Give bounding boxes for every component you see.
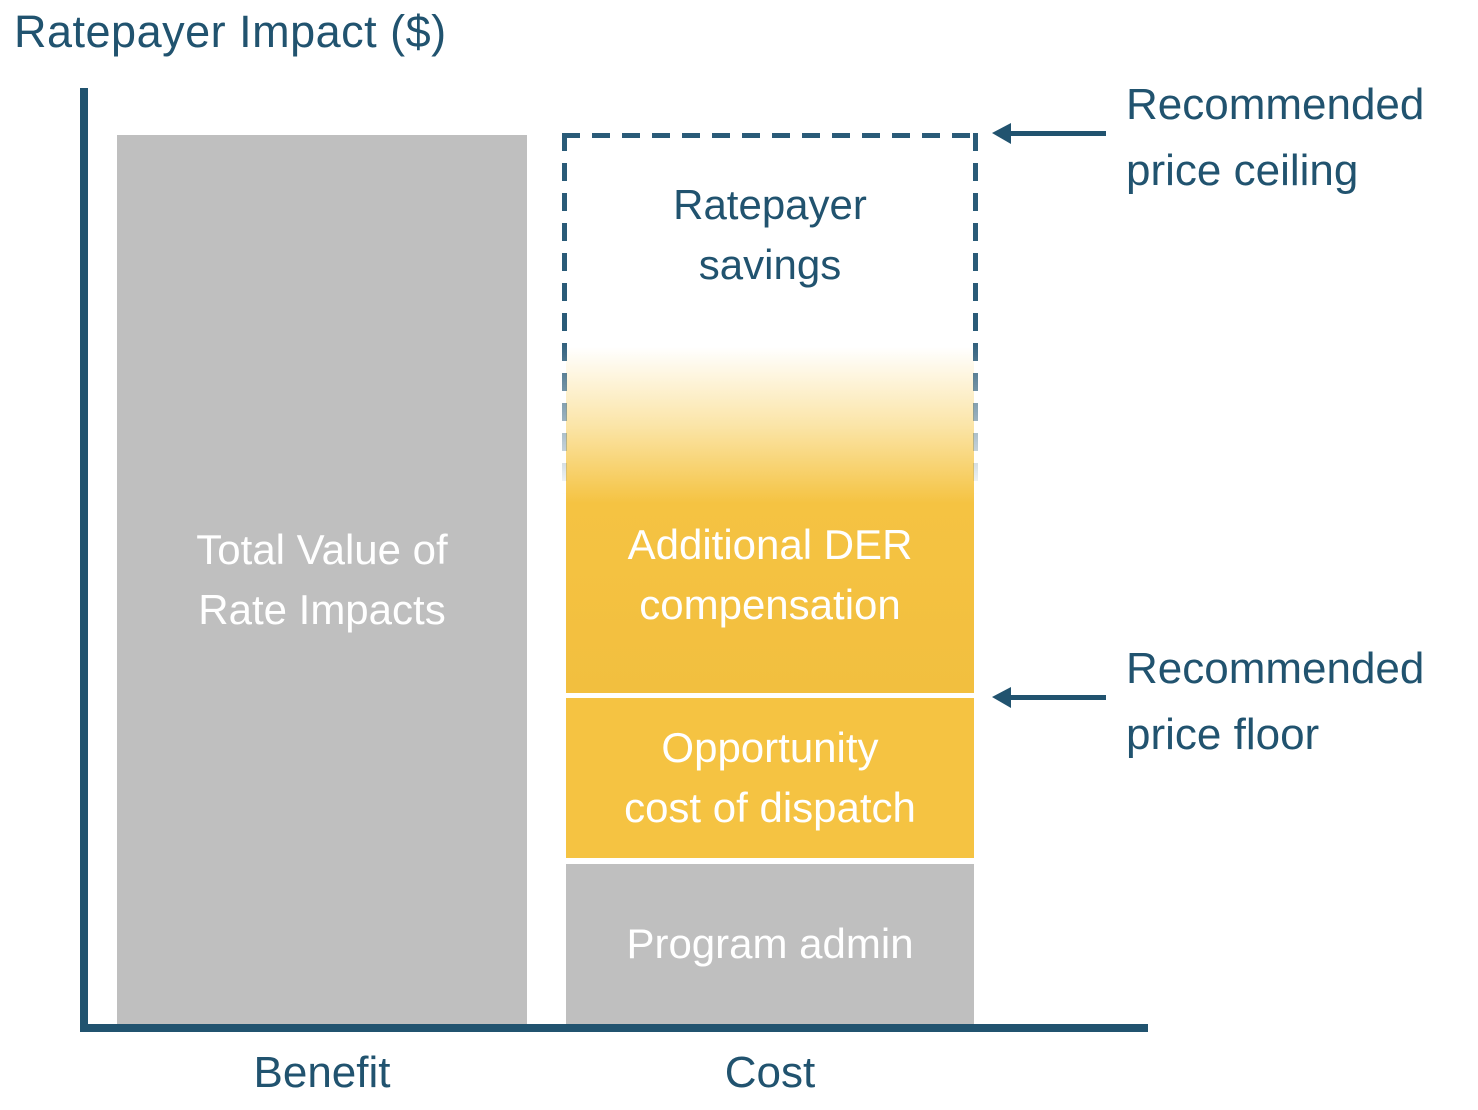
x-axis-label-cost: Cost bbox=[724, 1048, 816, 1097]
arrow-shaft bbox=[1009, 131, 1106, 136]
cost-bar-upper-region: Ratepayer savings Additional DER compens… bbox=[566, 135, 974, 693]
price-ceiling-annotation: Recommended price ceiling bbox=[1126, 80, 1425, 195]
x-axis-label-benefit: Benefit bbox=[253, 1048, 391, 1097]
opportunity-cost-segment: Opportunity cost of dispatch bbox=[566, 698, 974, 858]
ratepayer-savings-label: Ratepayer savings bbox=[673, 181, 867, 288]
benefit-bar: Total Value of Rate Impacts bbox=[117, 135, 527, 1024]
chart-title: Ratepayer Impact ($) bbox=[14, 6, 447, 57]
arrow-shaft bbox=[1009, 695, 1106, 700]
arrow-left-icon bbox=[992, 123, 1011, 144]
price-floor-annotation: Recommended price floor bbox=[1126, 644, 1425, 759]
additional-der-compensation-label: Additional DER compensation bbox=[627, 521, 913, 628]
program-admin-segment: Program admin bbox=[566, 864, 974, 1024]
y-axis-line bbox=[80, 88, 88, 1032]
price-floor-arrow bbox=[992, 687, 1106, 708]
opportunity-cost-label: Opportunity cost of dispatch bbox=[624, 724, 916, 831]
x-axis-line bbox=[80, 1024, 1148, 1032]
benefit-bar-label: Total Value of Rate Impacts bbox=[196, 525, 448, 633]
price-ceiling-arrow bbox=[992, 123, 1106, 144]
arrow-left-icon bbox=[992, 687, 1011, 708]
program-admin-label: Program admin bbox=[626, 920, 914, 967]
